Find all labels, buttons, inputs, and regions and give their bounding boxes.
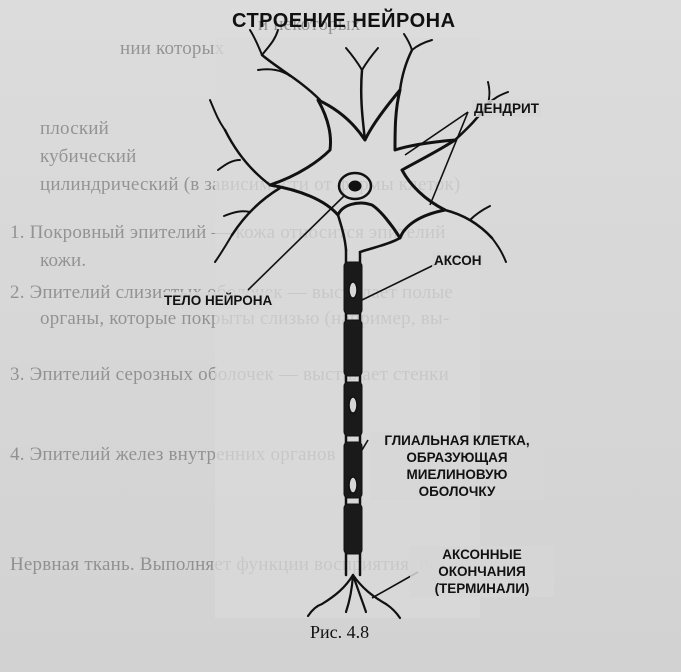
leader-line-dendrite-2 — [429, 111, 469, 206]
glial-cell-nucleus — [348, 396, 358, 414]
axon-terminals — [306, 573, 402, 620]
terminal-branch — [351, 573, 368, 614]
terminal-branch — [344, 573, 355, 614]
background-text-line: нии которых — [120, 38, 225, 59]
label-terminals-line: (ТЕРМИНАЛИ) — [434, 581, 530, 596]
label-terminals-line: АКСОННЫЕ — [442, 547, 522, 562]
dendrite-branch — [361, 47, 379, 71]
dendrite-branch — [443, 208, 494, 240]
background-text-line: кубический — [40, 146, 137, 167]
figure-caption: Рис. 4.8 — [310, 622, 370, 642]
dendrite-branch — [214, 234, 233, 263]
dendrite-branch — [257, 68, 291, 77]
dendrite-branch — [230, 186, 282, 237]
dendrite-branch — [217, 159, 241, 171]
nucleolus — [348, 180, 362, 192]
label-glial-line: ГЛИАЛЬНАЯ КЛЕТКА, — [384, 433, 530, 448]
dendrite-branch — [249, 29, 263, 56]
glial-cell-nucleus — [348, 476, 358, 494]
dendrite-branch — [209, 99, 226, 131]
dendrite-branch — [469, 205, 491, 221]
myelin-segment — [343, 319, 363, 377]
leader-lines — [247, 111, 469, 599]
dendrite-branch — [398, 48, 414, 92]
myelin-segment — [343, 503, 363, 555]
dendrite-branch — [403, 33, 413, 51]
dendrite-branch — [491, 237, 507, 263]
leader-line-dendrite-1 — [404, 111, 469, 156]
label-terminals-line: ОКОНЧАНИЯ — [438, 564, 526, 579]
label-cell-body: ТЕЛО НЕЙРОНА — [162, 292, 275, 309]
leader-line-cell-body — [247, 194, 346, 291]
leader-line-axon — [361, 262, 439, 301]
background-text-line: и некоторых — [258, 14, 361, 35]
terminal-branch — [384, 602, 402, 620]
terminal-branch — [351, 573, 388, 606]
label-glial-line: ОБРАЗУЮЩАЯ — [406, 450, 508, 465]
background-text-line: кожи. — [40, 250, 87, 271]
terminal-branch — [306, 602, 324, 618]
terminal-branch — [320, 573, 355, 606]
diagram-title: СТРОЕНИЕ НЕЙРОНА — [232, 10, 456, 32]
dendrite-branch — [261, 29, 279, 56]
dendrite-branch — [223, 210, 251, 217]
glial-cell-nucleus — [348, 281, 358, 299]
label-glial-line: МИЕЛИНОВУЮ — [406, 467, 508, 482]
dendrite-branch — [359, 68, 367, 142]
nucleus — [337, 171, 373, 201]
axon-hillock — [336, 213, 402, 254]
leader-line-glial — [361, 439, 369, 451]
label-axon: АКСОН — [432, 252, 484, 269]
dendrite-branch — [345, 47, 363, 71]
label-glial-cell: ГЛИАЛЬНАЯ КЛЕТКА, ОБРАЗУЮЩАЯ МИЕЛИНОВУЮ … — [370, 432, 544, 500]
background-text-line: плоский — [40, 118, 110, 139]
label-axon-terminals: АКСОННЫЕ ОКОНЧАНИЯ (ТЕРМИНАЛИ) — [410, 546, 554, 597]
label-dendrite: ДЕНДРИТ — [472, 100, 541, 117]
dendrite-branch — [411, 39, 433, 51]
dendrite-branch — [223, 128, 272, 187]
label-glial-line: ОБОЛОЧКУ — [418, 484, 496, 499]
